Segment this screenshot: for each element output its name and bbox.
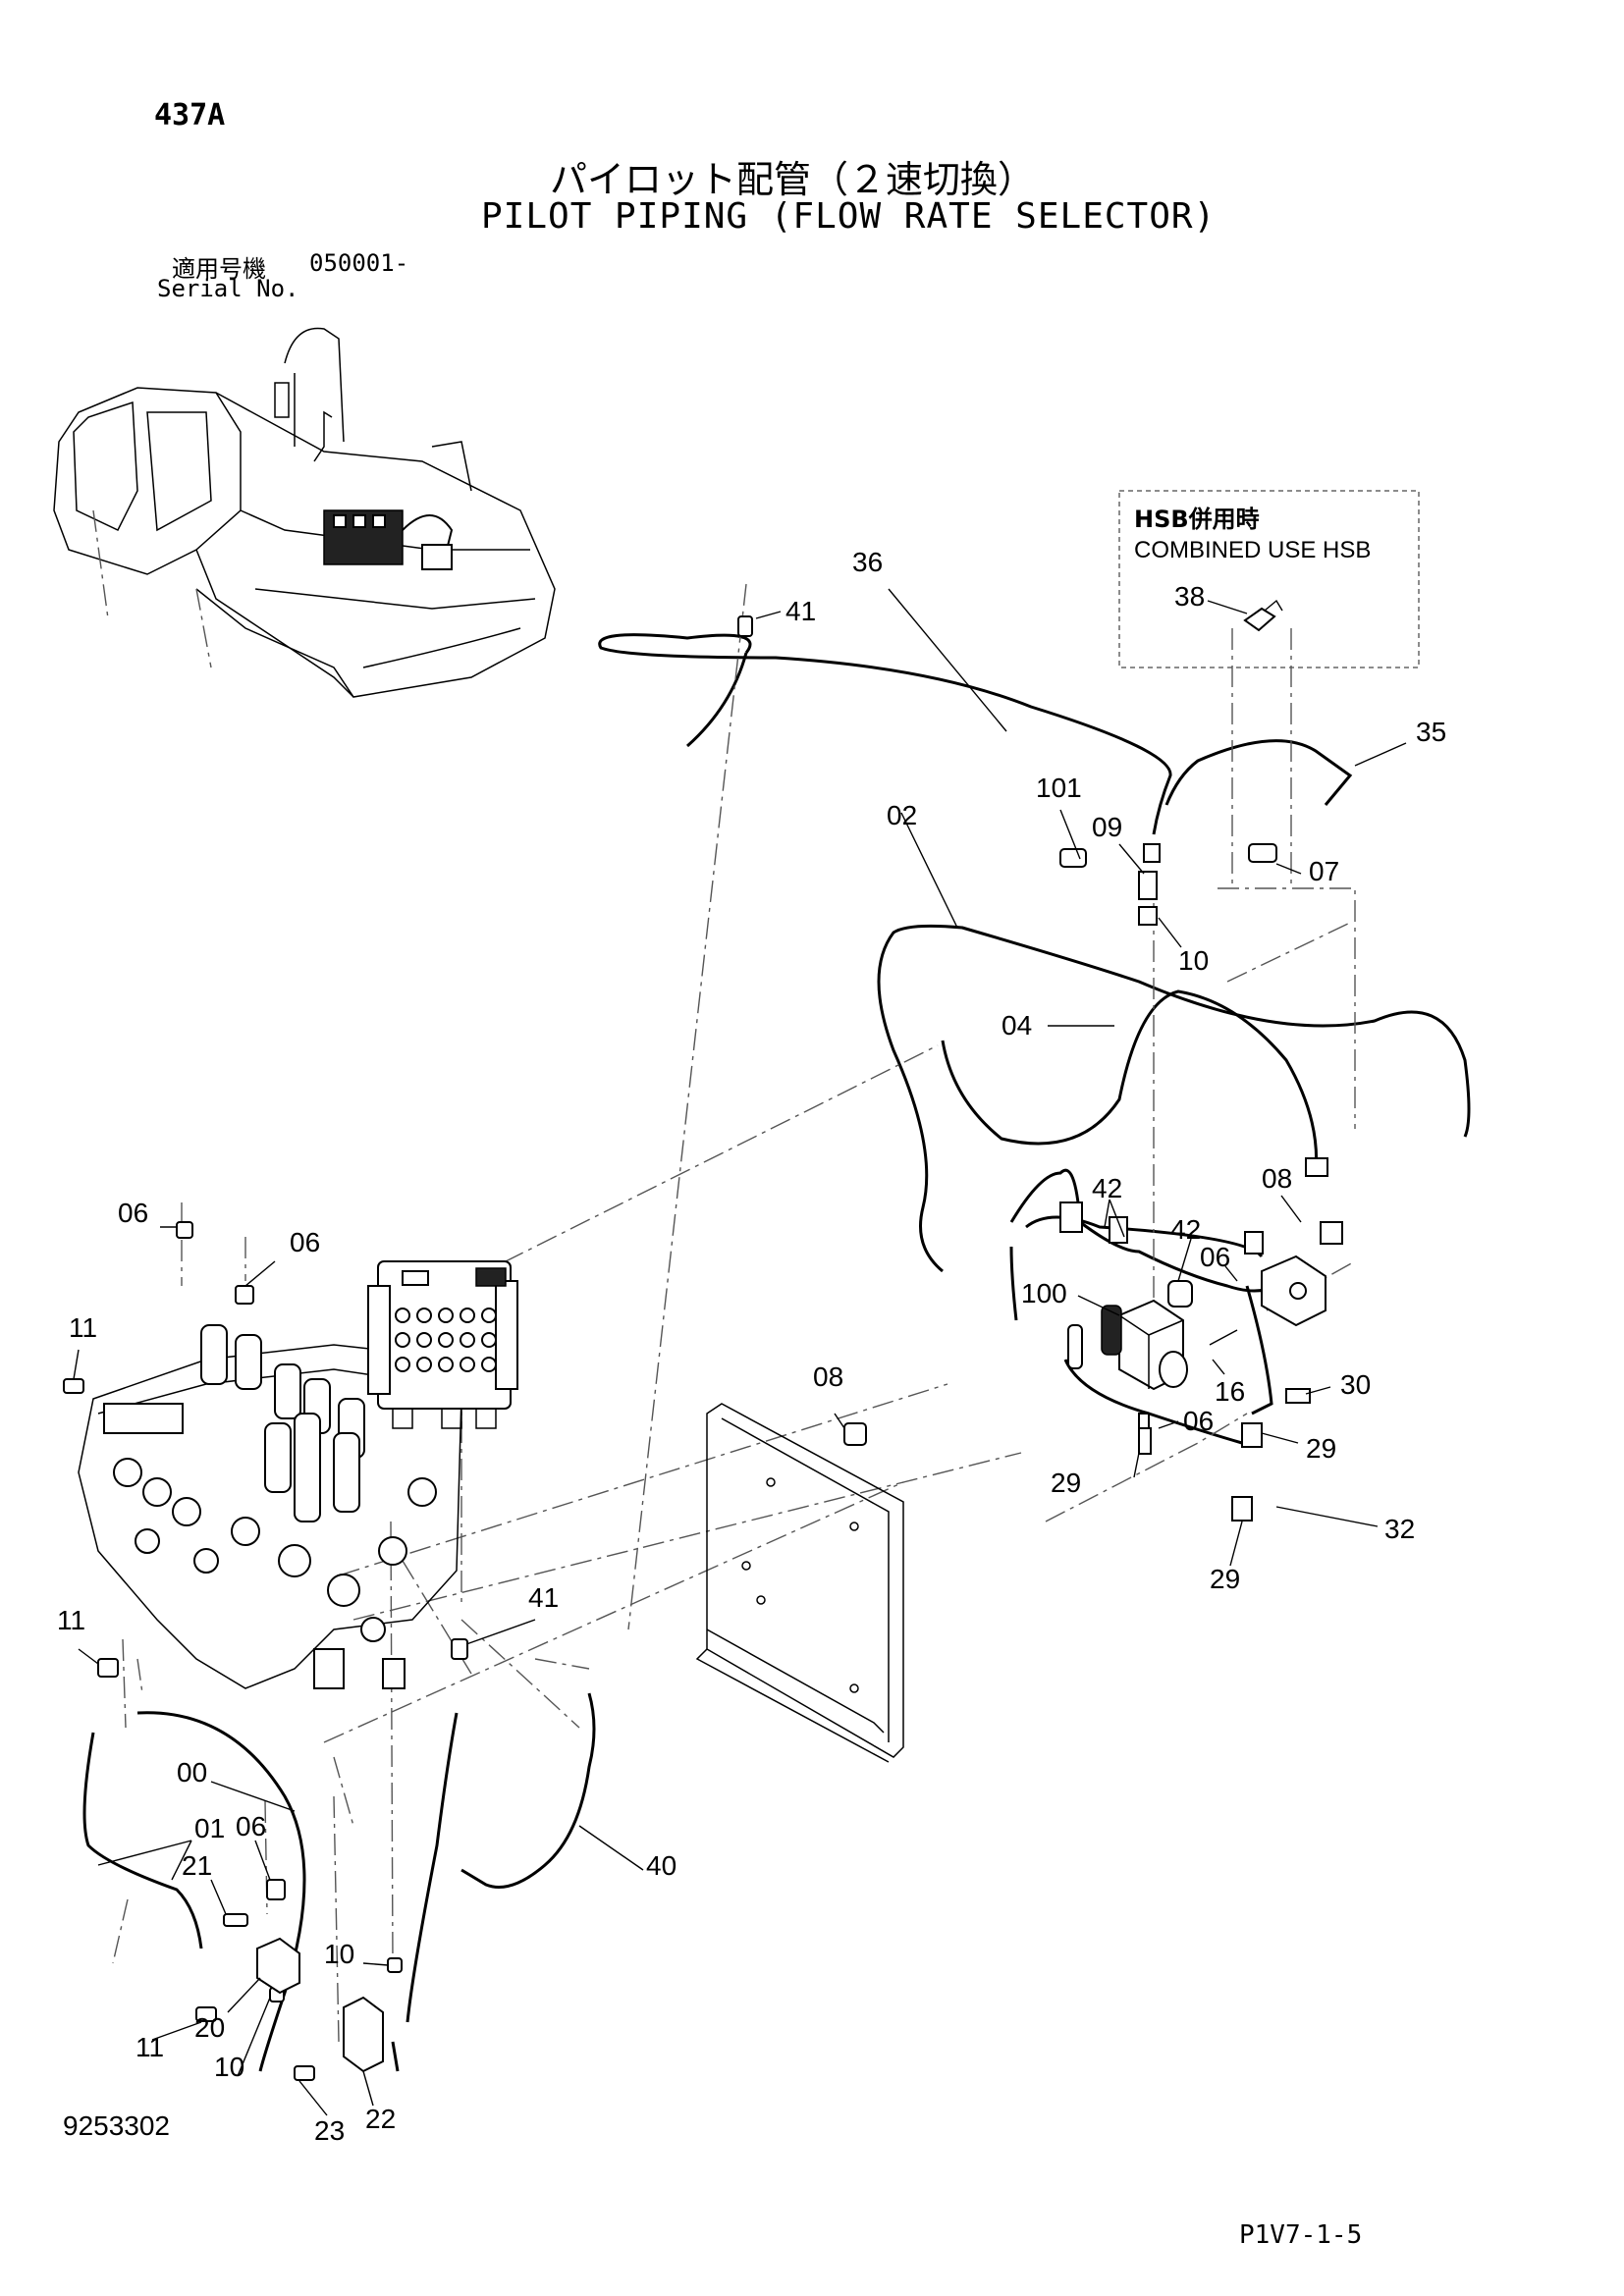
hose-35 — [1164, 739, 1353, 806]
callout-04: 04 — [1001, 1010, 1032, 1041]
hsb-label-english: COMBINED USE HSB — [1134, 537, 1371, 563]
callout-41-top: 41 — [785, 596, 816, 626]
callout-16: 16 — [1215, 1376, 1245, 1407]
valve-ports — [113, 1458, 437, 1689]
callout-06-mid: 06 — [1183, 1406, 1214, 1436]
callout-11-a: 11 — [69, 1312, 97, 1343]
mounting-bracket — [695, 1403, 904, 1763]
pilot-valve-block — [367, 1260, 518, 1429]
reference-lines — [112, 583, 1356, 2043]
callout-29-b: 29 — [1051, 1468, 1081, 1498]
callout-38: 38 — [1174, 581, 1205, 612]
callout-02: 02 — [887, 800, 917, 830]
callout-100: 100 — [1021, 1278, 1067, 1308]
serial-label-japanese: 適用号機 — [172, 255, 266, 283]
callout-10-mid: 10 — [324, 1939, 354, 1969]
page-number: 437A — [154, 98, 226, 133]
main-control-valve — [78, 1324, 462, 1689]
callout-10-bottom: 10 — [214, 2052, 244, 2082]
callout-10-top: 10 — [1178, 945, 1209, 976]
leader-lines — [73, 588, 1407, 2116]
hsb-option-box: HSB併用時 COMBINED USE HSB — [1118, 490, 1420, 668]
valve-spools — [200, 1324, 365, 1522]
title-japanese: パイロット配管（２速切換） — [550, 158, 1036, 201]
callout-11-b: 11 — [57, 1605, 85, 1635]
hose-36 — [598, 633, 1172, 835]
callout-06-a: 06 — [118, 1198, 148, 1228]
callout-06-right: 06 — [1200, 1242, 1230, 1272]
callout-20: 20 — [194, 2012, 225, 2043]
bracket-22 — [343, 1996, 384, 2073]
hsb-label-japanese: HSB併用時 — [1134, 506, 1260, 533]
callout-01: 01 — [194, 1813, 225, 1843]
hose-32 — [1009, 1168, 1277, 1293]
callout-21: 21 — [182, 1850, 212, 1881]
callout-40: 40 — [646, 1850, 677, 1881]
document-code: 9253302 — [63, 2110, 171, 2141]
hose-40 — [460, 1692, 596, 1889]
hose-04 — [941, 989, 1319, 1174]
fitting-41-top — [737, 615, 753, 637]
callout-00: 00 — [177, 1757, 207, 1788]
callout-06-c: 06 — [236, 1811, 266, 1842]
callout-07: 07 — [1309, 856, 1339, 886]
callout-06-b: 06 — [290, 1227, 320, 1257]
callout-42-b: 42 — [1170, 1214, 1201, 1245]
adapter-block-20 — [256, 1937, 300, 1995]
callout-36: 36 — [852, 547, 883, 577]
page-code: P1V7-1-5 — [1239, 2220, 1363, 2250]
excavator-overview-illustration — [53, 327, 556, 698]
hsb-block — [1261, 1255, 1326, 1327]
callout-30: 30 — [1340, 1369, 1371, 1400]
callout-41-bottom: 41 — [528, 1582, 559, 1613]
serial-value: 050001- — [309, 249, 409, 277]
solenoid-valve-100 — [1067, 1299, 1238, 1391]
callout-32: 32 — [1384, 1514, 1415, 1544]
pilot-valve-ports — [395, 1308, 497, 1372]
hose-01 — [82, 1732, 203, 1949]
callout-35: 35 — [1416, 717, 1446, 747]
callout-09: 09 — [1092, 812, 1122, 842]
callout-42-a: 42 — [1092, 1173, 1122, 1203]
hose-00 — [136, 1711, 306, 2072]
callout-23: 23 — [314, 2115, 345, 2146]
callout-08-right: 08 — [1262, 1163, 1292, 1194]
callout-101: 101 — [1036, 773, 1082, 803]
serial-label-english: Serial No. — [157, 275, 299, 302]
callout-labels: 36 41 38 35 101 09 02 07 10 04 08 42 42 … — [57, 547, 1446, 2146]
callout-22: 22 — [365, 2104, 396, 2134]
callout-11-c: 11 — [135, 2032, 164, 2062]
overview-control-valve — [323, 509, 454, 570]
callout-29-a: 29 — [1306, 1433, 1336, 1464]
callout-08-mid: 08 — [813, 1362, 843, 1392]
hose-02 — [877, 924, 1471, 1273]
fittings — [63, 615, 1343, 2081]
callout-29-c: 29 — [1210, 1564, 1240, 1594]
title-english: PILOT PIPING (FLOW RATE SELECTOR) — [481, 196, 1217, 237]
